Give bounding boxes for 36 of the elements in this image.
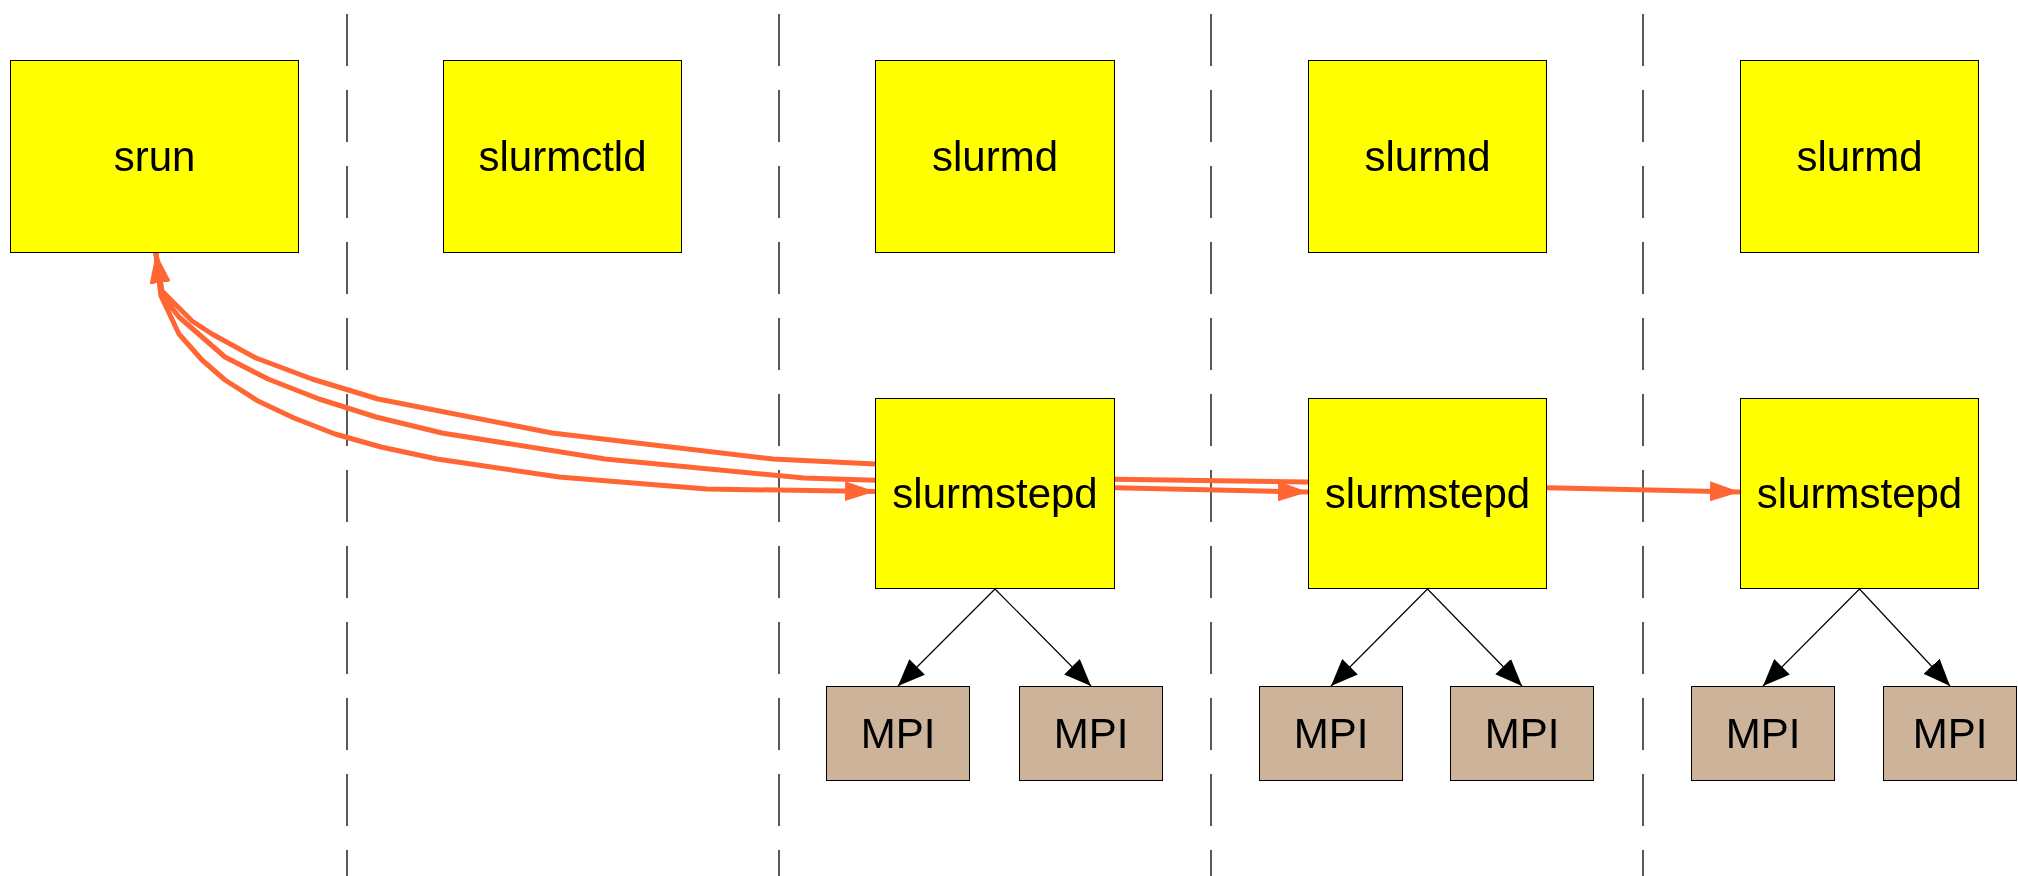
arrow	[1114, 481, 1309, 502]
process-box	[443, 60, 682, 253]
arrow	[1858, 588, 1951, 687]
process-box	[1691, 686, 1835, 781]
process-label: MPI	[860, 709, 936, 758]
process-label: slurmd	[932, 132, 1058, 181]
process-label: MPI	[1293, 709, 1369, 758]
arrow	[1426, 588, 1523, 687]
arrow	[897, 588, 996, 687]
process-label: MPI	[1725, 709, 1801, 758]
process-box	[1883, 686, 2017, 781]
process-label: slurmctld	[478, 132, 647, 181]
process-label: slurmd	[1796, 132, 1923, 181]
process-label: slurmstepd	[1324, 469, 1531, 518]
process-label: srun	[113, 132, 196, 181]
process-label: MPI	[1053, 709, 1129, 758]
arrow	[1330, 588, 1429, 687]
arrow	[1546, 481, 1741, 502]
process-label: slurmd	[1364, 132, 1491, 181]
process-box	[10, 60, 299, 253]
process-box	[1308, 60, 1547, 253]
process-box	[1308, 398, 1547, 589]
process-box	[1450, 686, 1594, 781]
process-label: MPI	[1484, 709, 1560, 758]
process-box	[875, 398, 1115, 589]
process-label: MPI	[1912, 709, 1988, 758]
process-label: slurmstepd	[1756, 469, 1963, 518]
process-box	[1740, 60, 1979, 253]
arrow	[1762, 588, 1861, 687]
process-box	[875, 60, 1115, 253]
process-box	[1019, 686, 1163, 781]
arrow	[994, 588, 1092, 687]
process-label: slurmstepd	[892, 469, 1098, 518]
process-box	[826, 686, 970, 781]
process-box	[1259, 686, 1403, 781]
process-box	[1740, 398, 1979, 589]
